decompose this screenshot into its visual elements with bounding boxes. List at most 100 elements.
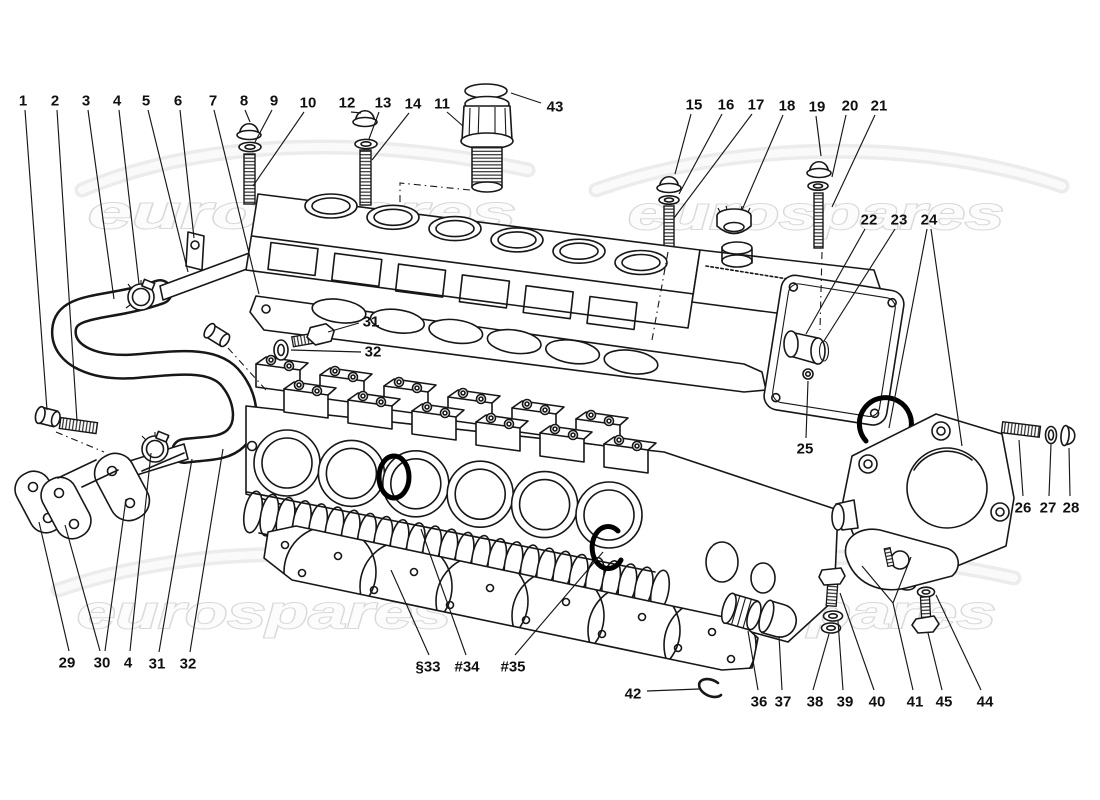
callout-label-7: 7 <box>209 93 217 110</box>
gasket-bolt-hole <box>637 612 647 622</box>
cap-nut <box>311 385 323 397</box>
leader-line <box>104 498 127 652</box>
cam-cover-gasket <box>249 295 767 393</box>
stud-21 <box>813 192 824 249</box>
callout-label-9: 9 <box>270 93 278 110</box>
stud-14 <box>359 149 372 206</box>
hose-assembly <box>14 231 259 540</box>
leader-line <box>179 109 195 239</box>
gasket-bolt-hole <box>485 583 495 593</box>
cover-o-ring <box>856 395 914 444</box>
metal-pipe-upper <box>159 251 256 301</box>
plug-1 <box>34 405 61 428</box>
plug-mid <box>203 322 231 348</box>
leader-line <box>56 109 78 422</box>
cam-cap <box>347 392 401 430</box>
gasket-bolt-hole <box>726 654 736 664</box>
callout-label-20: 20 <box>842 98 859 115</box>
stud-17 <box>663 205 675 251</box>
leader-line <box>812 633 830 691</box>
cam-cover-window <box>522 284 574 320</box>
cap-nut <box>567 429 579 441</box>
leader-line <box>831 114 847 178</box>
leader-line <box>747 630 759 691</box>
leader-line <box>371 112 410 161</box>
callout-label-8: 8 <box>240 93 248 110</box>
leader-line <box>64 524 101 652</box>
thermostat-housing <box>844 528 959 591</box>
bolt-40 <box>818 567 846 608</box>
washer-39 <box>822 610 844 622</box>
acorn-nut-15 <box>656 175 682 194</box>
leader-line <box>514 551 604 656</box>
callout-label-31: 31 <box>149 656 166 673</box>
callout-label-4: 4 <box>113 93 122 110</box>
cam-cap <box>411 403 465 441</box>
cam-cover-window <box>267 241 319 277</box>
head-port-1 <box>705 541 739 583</box>
washer-38 <box>820 622 842 634</box>
leader-line <box>87 109 115 300</box>
cap-nut <box>539 404 551 416</box>
leader-line <box>158 458 193 653</box>
callout-label-45: 45 <box>936 694 953 711</box>
cap-nut <box>549 423 561 435</box>
cover-gasket-ring <box>763 274 905 426</box>
callout-label-32: 32 <box>180 656 197 673</box>
callout-label-10: 10 <box>300 95 317 112</box>
callout-label-40: 40 <box>869 694 886 711</box>
callout-label-42: 42 <box>625 686 642 703</box>
gasket-bolt-hole <box>333 551 343 561</box>
cap-nut <box>503 418 515 430</box>
cap-nut <box>603 415 615 427</box>
callout-label-43: 43 <box>547 99 564 116</box>
leader-line <box>678 113 723 195</box>
callout-label-4: 4 <box>124 655 133 672</box>
callout-label-38: 38 <box>807 694 824 711</box>
leader-line <box>823 228 896 342</box>
cam-cover-window <box>331 252 383 288</box>
callout-label-12: 12 <box>339 95 356 112</box>
leader-line <box>129 452 152 652</box>
gasket-bolt-hole <box>561 597 571 607</box>
cam-cover-window <box>394 263 447 298</box>
leader-line <box>888 228 928 429</box>
fitting-11 <box>399 83 514 231</box>
leader-line <box>213 109 260 295</box>
washer-44 <box>916 586 936 598</box>
leader-line <box>368 111 380 140</box>
leader-line <box>839 592 875 691</box>
plug-18 <box>716 205 752 235</box>
callout-label-32: 32 <box>365 344 382 361</box>
leader-line <box>252 111 305 187</box>
leader-lines <box>24 92 1071 692</box>
gasket-bolt-hole <box>673 643 683 653</box>
leader-line <box>189 448 224 653</box>
cover-bolt-26 <box>1000 420 1076 447</box>
leader-line <box>350 111 362 114</box>
callout-label-33: §33 <box>415 659 440 676</box>
cam-cap <box>539 425 593 463</box>
script-badge <box>705 265 789 280</box>
cap-nut <box>475 393 487 405</box>
cap-nut <box>347 371 359 383</box>
callout-label-41: 41 <box>907 694 924 711</box>
callout-label-6: 6 <box>174 93 182 110</box>
cap-nut <box>585 409 597 421</box>
cap-nut <box>457 387 469 399</box>
callout-label-29: 29 <box>59 655 76 672</box>
callout-label-13: 13 <box>375 95 392 112</box>
cap-nut <box>421 401 433 413</box>
leader-line <box>420 528 467 656</box>
cap-nut <box>293 379 305 391</box>
circlip-42 <box>697 677 723 699</box>
leader-line <box>1068 447 1071 497</box>
callout-label-34: #34 <box>454 659 480 676</box>
hose-clamp-upper <box>125 278 156 311</box>
valve-seal-ring <box>376 453 412 501</box>
cap-nut <box>521 398 533 410</box>
callout-label-23: 23 <box>891 212 908 229</box>
cap-nut <box>613 434 625 446</box>
callout-label-30: 30 <box>94 655 111 672</box>
cap-nut <box>357 390 369 402</box>
